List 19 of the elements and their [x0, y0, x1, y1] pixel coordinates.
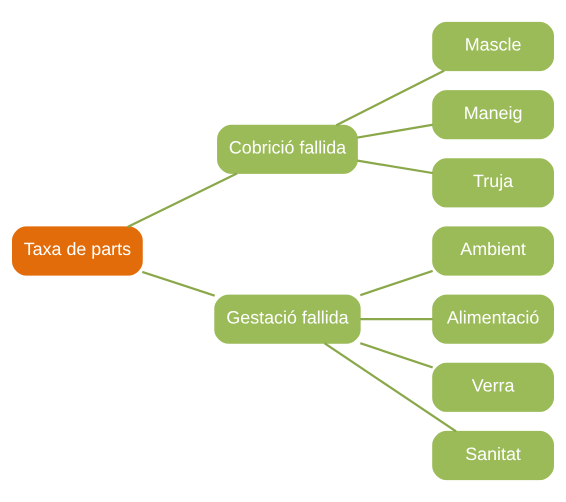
- connector: [336, 70, 445, 126]
- connector: [360, 342, 434, 369]
- connector: [360, 270, 434, 296]
- connector: [127, 172, 238, 228]
- node-box: Alimentació: [432, 294, 554, 344]
- node-box: Truja: [432, 158, 554, 208]
- node-box: Cobrició fallida: [217, 124, 358, 174]
- connector: [357, 160, 433, 174]
- node-box: Sanitat: [432, 430, 554, 480]
- node-box: Taxa de parts: [12, 226, 143, 276]
- node-box: Gestació fallida: [214, 294, 361, 344]
- connector: [324, 342, 457, 432]
- node-box: Verra: [432, 362, 554, 412]
- node-box: Maneig: [432, 90, 554, 140]
- connector: [142, 270, 216, 297]
- node-box: Ambient: [432, 226, 554, 276]
- connector: [360, 318, 433, 320]
- node-box: Mascle: [432, 22, 554, 72]
- connector: [357, 124, 433, 139]
